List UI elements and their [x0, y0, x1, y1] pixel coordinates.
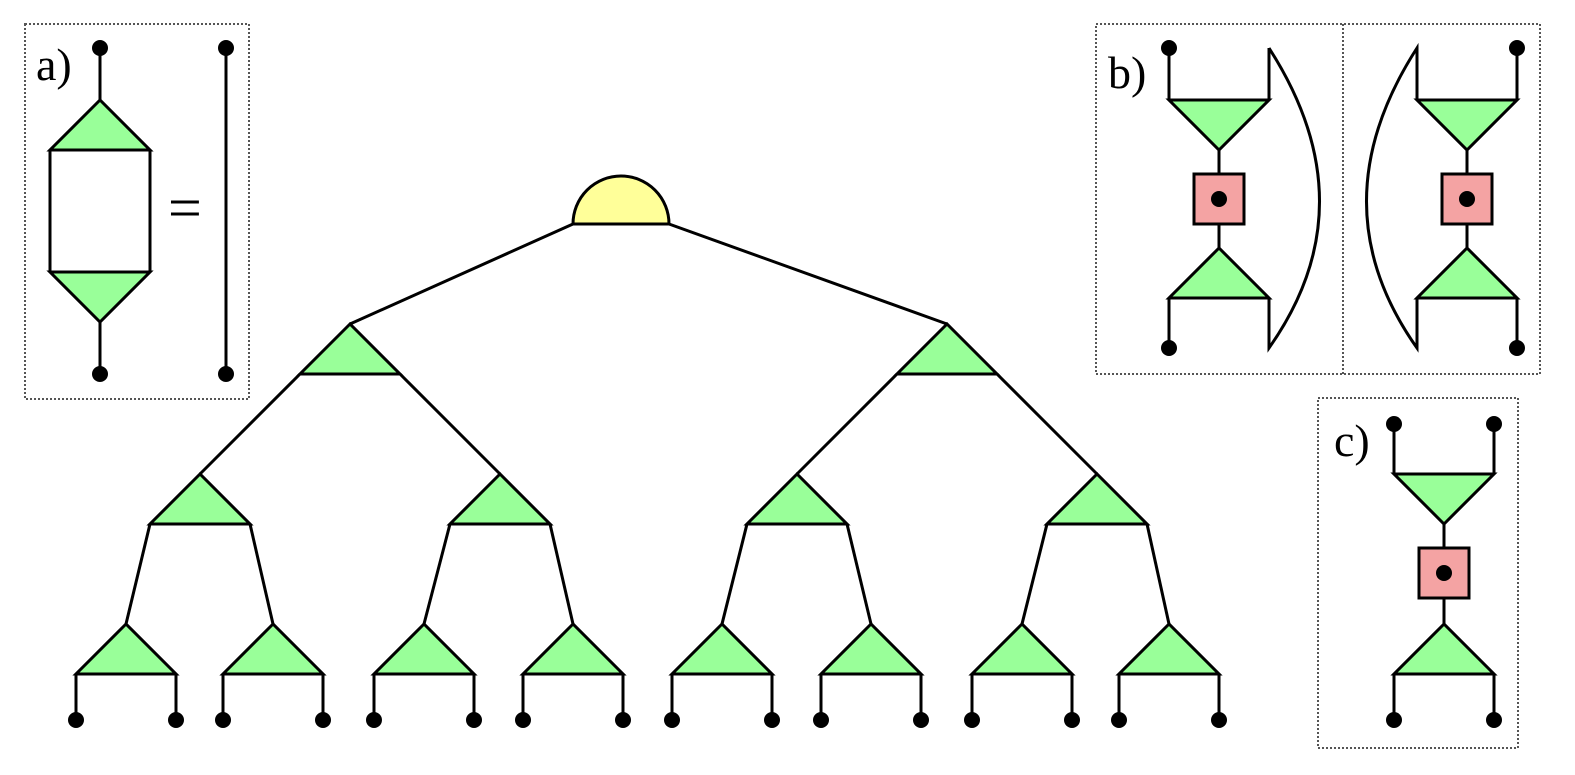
leaf-site [1111, 712, 1127, 728]
isometry [893, 321, 1001, 376]
isometry [446, 471, 554, 526]
isometry-conjugate [1390, 472, 1498, 527]
leaf-site [515, 712, 531, 728]
isometry [743, 471, 851, 526]
isometry [668, 621, 776, 676]
panel-a-frame [24, 23, 250, 400]
top-tensor [571, 174, 671, 226]
tree-bond [668, 222, 948, 326]
panel-c-label: c) [1334, 415, 1370, 466]
panel-a: a) = [24, 23, 250, 400]
isometry [968, 621, 1076, 676]
isometry [296, 321, 404, 376]
isometry [1115, 621, 1223, 676]
operator-dot [1211, 191, 1227, 207]
isometry [817, 621, 925, 676]
ttn-tree [68, 174, 1227, 728]
tree-bond [995, 372, 1099, 476]
tree-bond [1145, 523, 1171, 625]
leg-endpoint [1161, 340, 1177, 356]
isometry [1165, 245, 1273, 300]
tree-bond [845, 523, 873, 625]
leaf-site [1064, 712, 1080, 728]
isometry [1390, 621, 1498, 676]
isometry [1413, 245, 1521, 300]
isometry [519, 621, 627, 676]
contracted-bond [1365, 42, 1419, 353]
tree-bond [349, 222, 574, 326]
isometry [46, 97, 154, 152]
contracted-bond [1267, 47, 1321, 353]
panel-a-label: a) [36, 39, 72, 90]
operator-dot [1436, 565, 1452, 581]
isometry-conjugate [1413, 98, 1521, 153]
tree-bond [198, 372, 302, 476]
isometry [146, 471, 254, 526]
tree-bond [248, 523, 275, 625]
isometry [72, 621, 180, 676]
panel-b-label: b) [1108, 47, 1146, 98]
isometry [370, 621, 478, 676]
leg-endpoint [1486, 712, 1502, 728]
leaf-site [664, 712, 680, 728]
tree-bond [795, 372, 899, 476]
equals-sign: = [168, 175, 202, 241]
panel-b-frame [1095, 23, 1541, 375]
panel-c: c) [1317, 397, 1519, 749]
leaf-site [215, 712, 231, 728]
leaf-site [615, 712, 631, 728]
leaf-site [764, 712, 780, 728]
panel-c-frame [1317, 397, 1519, 749]
leaf-site [315, 712, 331, 728]
leg-endpoint [1386, 712, 1402, 728]
tree-bond [720, 523, 749, 625]
isometry-conjugate [1165, 98, 1273, 153]
tree-bond [548, 523, 575, 625]
leaf-site [466, 712, 482, 728]
leg-endpoint [1509, 340, 1525, 356]
leaf-site [68, 712, 84, 728]
leg-endpoint [92, 366, 108, 382]
leg-endpoint [218, 366, 234, 382]
isometry [1043, 471, 1151, 526]
tree-bond [124, 523, 152, 625]
leaf-site [964, 712, 980, 728]
leaf-site [366, 712, 382, 728]
leaf-site [168, 712, 184, 728]
leaf-site [1211, 712, 1227, 728]
leaf-site [913, 712, 929, 728]
panel-b: b) [1095, 23, 1541, 375]
operator-dot [1459, 191, 1475, 207]
tree-bond [422, 523, 452, 625]
isometry-conjugate [46, 270, 154, 325]
isometry [219, 621, 327, 676]
tree-bond [1020, 523, 1049, 625]
leaf-site [813, 712, 829, 728]
tree-bond [398, 372, 502, 476]
